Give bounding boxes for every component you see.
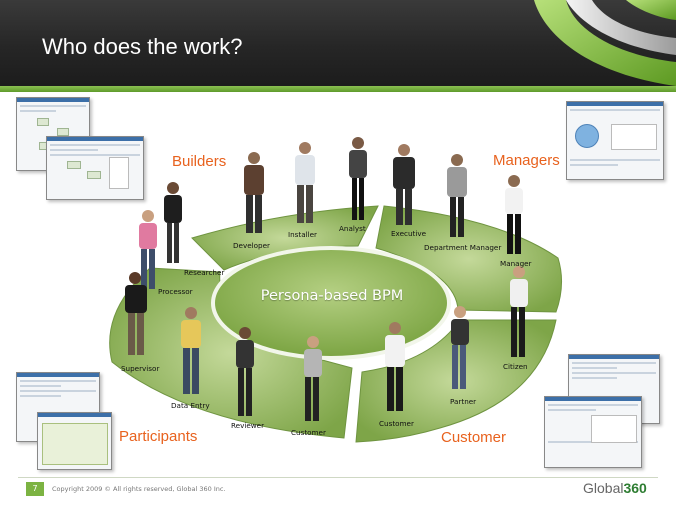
group-label-managers: Managers	[493, 152, 560, 169]
persona-label-analyst: Analyst	[339, 224, 366, 233]
persona-label-developer: Developer	[233, 241, 270, 250]
figure-executive	[393, 144, 415, 225]
persona-label-customer-left: Customer	[291, 428, 326, 437]
copyright-text: Copyright 2009 © All rights reserved, Gl…	[52, 485, 226, 493]
persona-label-researcher: Researcher	[184, 268, 225, 277]
figure-researcher	[164, 182, 182, 263]
figure-analyst	[349, 137, 367, 220]
figure-customer-left	[304, 336, 322, 421]
figure-citizen	[510, 266, 528, 357]
figure-department-manager	[447, 154, 467, 237]
figure-customer-right	[385, 322, 405, 411]
group-label-builders: Builders	[172, 153, 227, 170]
thumbnail-customer-status	[544, 396, 642, 468]
persona-label-customer-right: Customer	[379, 419, 414, 428]
persona-label-manager: Manager	[500, 259, 532, 268]
footer-divider	[18, 477, 658, 478]
figure-supervisor	[125, 272, 147, 355]
persona-figures	[125, 137, 528, 421]
logo-text: Global	[583, 480, 624, 496]
thumbnail-manager-dashboard	[566, 101, 664, 180]
persona-label-partner: Partner	[450, 397, 477, 406]
persona-label-citizen: Citizen	[503, 362, 528, 371]
persona-label-reviewer: Reviewer	[231, 421, 265, 430]
persona-label-processor: Processor	[158, 287, 193, 296]
persona-label-supervisor: Supervisor	[121, 364, 160, 373]
center-label: Persona-based BPM	[260, 288, 404, 304]
group-label-customer: Customer	[441, 429, 507, 446]
persona-label-data-entry: Data Entry	[171, 401, 210, 410]
figure-developer	[244, 152, 264, 233]
thumbnail-process-model	[46, 136, 144, 200]
thumbnail-participant-worklist	[37, 412, 112, 470]
figure-processor	[139, 210, 157, 289]
logo-number: 360	[623, 480, 647, 496]
persona-label-installer: Installer	[288, 230, 318, 239]
page-number: 7	[26, 482, 44, 496]
persona-label-department-manager: Department Manager	[424, 243, 502, 252]
header-swoosh-graphic	[534, 0, 676, 86]
group-label-participants: Participants	[119, 428, 198, 445]
figure-partner	[451, 306, 469, 389]
figure-reviewer	[236, 327, 254, 416]
header-accent-bar	[0, 86, 676, 92]
figure-installer	[295, 142, 315, 223]
slide-title: Who does the work?	[42, 34, 243, 59]
global360-logo: Global360	[583, 480, 647, 496]
figure-manager	[505, 175, 523, 254]
persona-label-executive: Executive	[391, 229, 426, 238]
figure-data-entry	[181, 307, 201, 394]
